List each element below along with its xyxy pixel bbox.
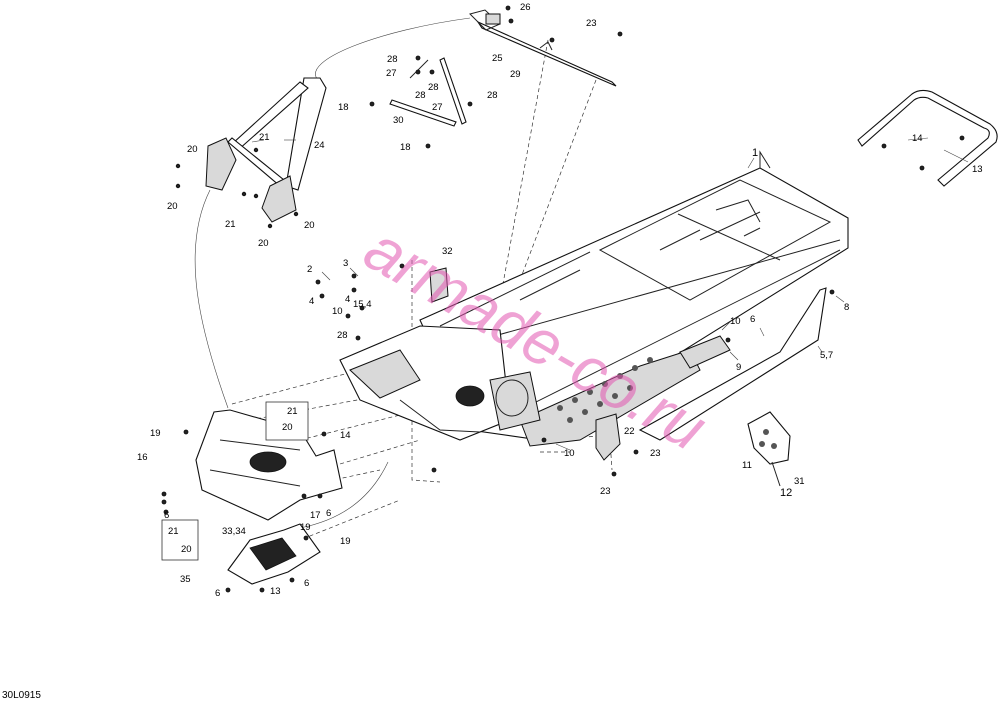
callout-27: 27 — [386, 68, 397, 79]
bracket-22 — [595, 413, 621, 461]
rear-handle-13 — [857, 89, 998, 187]
callout-11: 11 — [742, 460, 752, 471]
callout-1: 1 — [752, 147, 758, 159]
assembly-line — [289, 499, 401, 545]
callout-25: 25 — [492, 53, 503, 64]
assembly-line — [609, 439, 613, 471]
callout-20: 20 — [187, 144, 198, 155]
callout-8: 8 — [844, 302, 849, 313]
callout-4: 4 — [309, 296, 314, 307]
callout-6: 6 — [304, 578, 309, 589]
callout-20: 20 — [181, 544, 192, 555]
callout-10: 10 — [730, 316, 741, 327]
callout-13: 13 — [972, 164, 983, 175]
callout-3: 3 — [343, 258, 348, 269]
callout-14: 14 — [340, 430, 351, 441]
callout-31: 31 — [794, 476, 805, 487]
callout-22: 22 — [624, 426, 635, 437]
callout-16: 16 — [137, 452, 148, 463]
callout-23: 23 — [586, 18, 597, 29]
callout-6: 6 — [215, 588, 220, 599]
assembly-line — [519, 79, 597, 281]
callout-21: 21 — [225, 219, 236, 230]
callout-labels: 1 2 3 4 4 5,7 6 6 6 6 6 8 9 10 10 10 11 … — [137, 2, 983, 599]
assembly-line — [231, 369, 361, 405]
callout-21: 21 — [168, 526, 179, 537]
callout-30: 30 — [393, 115, 404, 126]
callout-18: 18 — [400, 142, 411, 153]
callout-20: 20 — [304, 220, 315, 231]
callout-23: 23 — [600, 486, 611, 497]
callout-21: 21 — [259, 132, 270, 143]
callout-28: 28 — [487, 90, 498, 101]
callout-33-34: 33,34 — [222, 526, 246, 537]
callout-17: 17 — [310, 510, 321, 521]
callout-26: 26 — [520, 2, 531, 13]
leader-curve — [194, 189, 229, 409]
callout-19: 19 — [150, 428, 161, 439]
callout-19: 19 — [300, 522, 311, 533]
callout-6: 6 — [750, 314, 755, 325]
callout-28: 28 — [428, 82, 439, 93]
callout-20: 20 — [282, 422, 293, 433]
callout-14: 14 — [912, 133, 923, 144]
callout-2: 2 — [307, 264, 312, 275]
leader-curve — [299, 461, 389, 529]
callout-21: 21 — [287, 406, 298, 417]
callout-4: 4 — [345, 294, 350, 305]
drawing-code: 30L0915 — [2, 690, 41, 701]
steering-rods — [369, 55, 473, 149]
callout-5-7: 5,7 — [820, 350, 833, 361]
detail-box-21-20 — [161, 519, 199, 561]
callout-6: 6 — [326, 508, 331, 519]
callout-23: 23 — [650, 448, 661, 459]
frame-holes — [557, 357, 653, 423]
steering-column-assembly — [469, 5, 623, 87]
step-pad-9 — [679, 335, 731, 369]
skid-plate-33-34 — [227, 523, 321, 585]
callout-24: 24 — [314, 140, 325, 151]
frame-tunnel — [339, 150, 849, 447]
detail-box-21-20 — [265, 401, 309, 441]
hardware-dots — [161, 263, 835, 593]
callout-28: 28 — [387, 54, 398, 65]
callout-28: 28 — [415, 90, 426, 101]
callout-6: 6 — [164, 510, 169, 521]
callout-15-4: 15,4 — [353, 299, 372, 310]
front-bulkhead-16 — [195, 409, 343, 521]
callout-28: 28 — [337, 330, 348, 341]
leader-curve — [315, 17, 471, 81]
callout-19: 19 — [340, 536, 351, 547]
callout-18: 18 — [338, 102, 349, 113]
callout-32: 32 — [442, 246, 453, 257]
callout-9: 9 — [736, 362, 741, 373]
plate-11-12 — [747, 411, 791, 487]
callout-10: 10 — [564, 448, 575, 459]
callout-12: 12 — [780, 487, 792, 499]
bracket-32 — [429, 267, 449, 303]
callout-27: 27 — [432, 102, 443, 113]
callout-20: 20 — [167, 201, 178, 212]
callout-13: 13 — [270, 586, 281, 597]
callout-leaders — [251, 137, 969, 451]
callout-10: 10 — [332, 306, 343, 317]
callout-20: 20 — [258, 238, 269, 249]
callout-35: 35 — [180, 574, 191, 585]
assembly-line — [499, 39, 549, 301]
upper-column-tube — [175, 77, 327, 229]
callout-29: 29 — [510, 69, 521, 80]
